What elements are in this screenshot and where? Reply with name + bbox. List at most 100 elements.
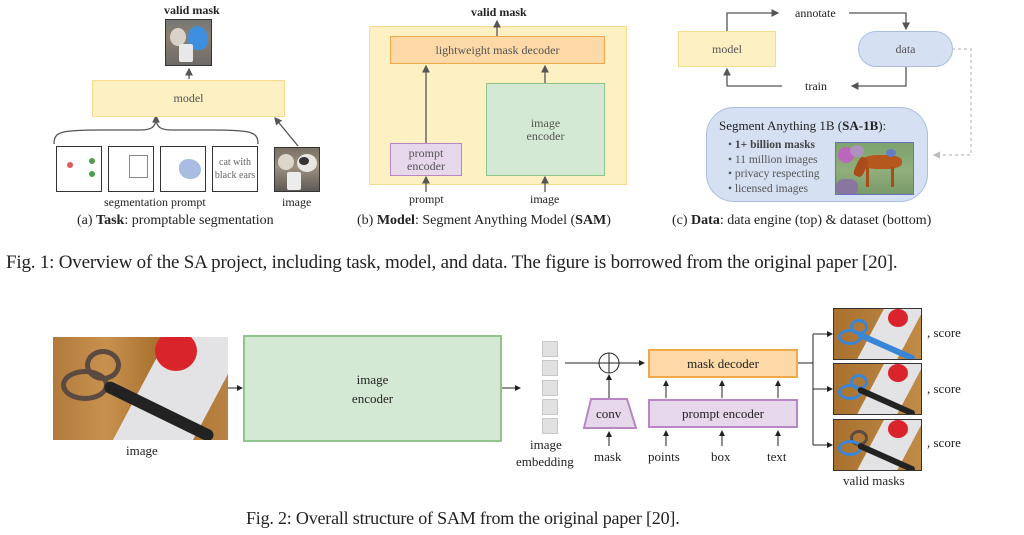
- scissors-image: [53, 337, 228, 440]
- caption-prefix: (a): [77, 213, 97, 228]
- panel-b-caption: (b) Model: Segment Anything Model (SAM): [357, 213, 611, 229]
- image-encoder-line1: image: [356, 371, 389, 387]
- annotate-label: annotate: [795, 6, 836, 20]
- positive-point-icon: [89, 171, 95, 177]
- engine-data-box: data: [858, 31, 953, 67]
- box-label: box: [711, 449, 731, 464]
- bullet-item: • 1+ billion masks: [728, 138, 820, 153]
- title-prefix: Segment Anything 1B (: [719, 118, 843, 133]
- mask-decoder-label: mask decoder: [687, 356, 759, 371]
- arrow-train-right: [850, 67, 907, 90]
- image-label: image: [126, 443, 158, 458]
- sum-icon: [598, 352, 620, 374]
- prompt-text-line2: black ears: [214, 170, 256, 181]
- image-label: image: [530, 192, 560, 206]
- model-label: model: [712, 41, 742, 56]
- valid-mask-output-2: [833, 363, 922, 415]
- segmentation-prompt-label: segmentation prompt: [104, 195, 206, 209]
- embedding-cell: [542, 341, 558, 357]
- figure-1-caption: Fig. 1: Overview of the SA project, incl…: [6, 252, 898, 273]
- blue-mask-overlay: [188, 26, 208, 50]
- panel-a-connectors: [53, 67, 299, 147]
- prompt-encoder-line1: prompt: [408, 145, 444, 160]
- positive-point-icon: [89, 158, 95, 164]
- arrow-annotate-right: [849, 12, 910, 31]
- score-label-2: , score: [927, 381, 961, 396]
- arrow-annotate-left: [726, 9, 780, 31]
- bullet-text: 11 million images: [734, 153, 818, 166]
- score-label-1: , score: [927, 325, 961, 340]
- image-encoder-box: image encoder: [243, 335, 502, 442]
- caption-end: ): [606, 213, 611, 228]
- caption-rest: : data engine (top) & dataset (bottom): [719, 213, 932, 228]
- engine-model-box: model: [678, 31, 776, 67]
- model-box: model: [92, 80, 285, 117]
- caption-prefix: (c): [672, 213, 692, 228]
- bullet-icon: •: [728, 139, 733, 151]
- bullet-icon: •: [728, 168, 733, 180]
- score-label-3: , score: [927, 435, 961, 450]
- prompt-encoder-box: prompt encoder: [390, 143, 462, 176]
- decoder-label: lightweight mask decoder: [435, 42, 560, 57]
- bullet-text: licensed images: [734, 182, 809, 195]
- dataset-title: Segment Anything 1B (SA-1B):: [719, 118, 886, 134]
- prompt-encoder-box: prompt encoder: [648, 399, 798, 428]
- valid-mask-image: [165, 19, 212, 66]
- bullet-text: 1+ billion masks: [734, 139, 815, 151]
- mask-decoder-box: mask decoder: [648, 349, 798, 378]
- valid-mask-output-3: [833, 419, 922, 471]
- valid-masks-label: valid masks: [843, 473, 905, 488]
- panel-c-caption: (c) Data: data engine (top) & dataset (b…: [672, 213, 931, 229]
- embedding-cell: [542, 380, 558, 396]
- horse-segmentation-image: [835, 142, 914, 195]
- bullet-item: • privacy respecting: [728, 167, 820, 182]
- bullet-text: privacy respecting: [734, 168, 820, 180]
- arrow-image-to-model: [274, 116, 299, 147]
- valid-mask-label: valid mask: [471, 5, 527, 19]
- prompt-box-box: [108, 146, 154, 192]
- title-suffix: ):: [878, 118, 887, 133]
- bullet-icon: •: [728, 182, 733, 195]
- sa1b-dataset-card: Segment Anything 1B (SA-1B): • 1+ billio…: [706, 107, 928, 202]
- prompt-encoder-line2: encoder: [407, 158, 445, 173]
- mask-label: mask: [594, 449, 622, 464]
- conv-label: conv: [596, 406, 622, 421]
- input-image: [274, 147, 320, 192]
- text-label: text: [767, 449, 787, 464]
- prompt-points-box: [56, 146, 102, 192]
- title-bold: SA-1B: [842, 118, 879, 133]
- prompt-text-line1: cat with: [219, 157, 251, 168]
- bullet-item: • licensed images: [728, 182, 820, 197]
- mask-blob-icon: [179, 159, 201, 179]
- train-label: train: [805, 79, 827, 93]
- valid-mask-output-1: [833, 308, 922, 360]
- image-encoder-line1: image: [530, 115, 561, 130]
- caption-bold: Model: [376, 213, 415, 228]
- bounding-box-icon: [129, 155, 148, 178]
- negative-point-icon: [67, 162, 73, 168]
- caption-bold2: SAM: [575, 213, 607, 228]
- image-encoder-line2: encoder: [526, 128, 565, 143]
- prompt-mask-box: [160, 146, 206, 192]
- points-label: points: [648, 449, 680, 464]
- dataset-bullets: • 1+ billion masks • 11 million images •…: [728, 138, 820, 196]
- bullet-item: • 11 million images: [728, 153, 820, 168]
- figure-2-caption: Fig. 2: Overall structure of SAM from th…: [246, 508, 680, 528]
- data-label: data: [895, 41, 916, 56]
- bullet-icon: •: [728, 153, 733, 166]
- prompt-text-box: cat with black ears: [212, 146, 258, 192]
- caption-prefix: (b): [357, 213, 377, 228]
- model-label: model: [173, 91, 204, 105]
- embedding-cell: [542, 399, 558, 415]
- image-encoder-line2: encoder: [351, 390, 394, 406]
- embedding-cell: [542, 360, 558, 376]
- valid-mask-label: valid mask: [164, 3, 220, 17]
- image-encoder-box: image encoder: [486, 83, 605, 176]
- caption-bold: Task: [96, 213, 125, 228]
- image-label: image: [282, 195, 312, 209]
- embedding-cell: [542, 418, 558, 434]
- panel-a-caption: (a) Task: promptable segmentation: [77, 213, 274, 229]
- image-embedding-label-2: embedding: [516, 454, 574, 469]
- caption-rest: : promptable segmentation: [124, 213, 274, 228]
- image-embedding-label-1: image: [530, 437, 562, 452]
